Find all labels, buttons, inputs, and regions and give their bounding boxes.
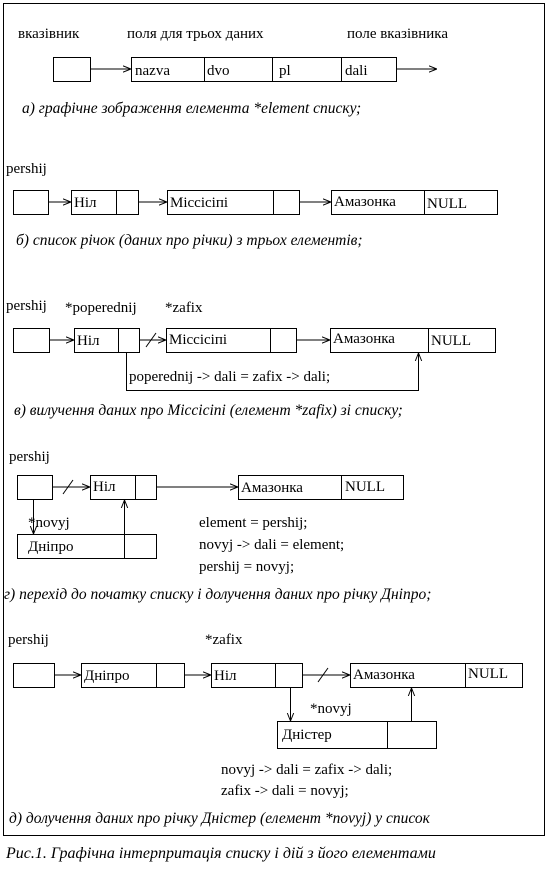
node-amazonka xyxy=(330,328,496,353)
caption-v: в) вилучення даних про Міссісіпі (елемен… xyxy=(14,402,403,419)
caption-g: г) перехід до початку списку і долучення… xyxy=(4,586,431,603)
cut-mark xyxy=(145,332,157,348)
label-fields: поля для трьох даних xyxy=(127,26,264,42)
code-line-1: element = pershij; xyxy=(199,515,307,531)
svg-text:Амазонка: Амазонка xyxy=(241,480,303,496)
node-mississippi xyxy=(167,190,300,215)
var-zafix: *zafix xyxy=(165,300,203,316)
node-amazonka xyxy=(350,663,523,688)
label-pointer: вказівник xyxy=(18,26,80,42)
field-pl: pl xyxy=(279,63,291,79)
svg-text:Ніл: Ніл xyxy=(77,333,100,349)
svg-text:Ніл: Ніл xyxy=(214,668,237,684)
code-line-1: novyj -> dali = zafix -> dali; xyxy=(221,762,392,778)
svg-text:Дніпро: Дніпро xyxy=(28,539,73,555)
field-nazva: nazva xyxy=(135,63,170,79)
null-label: NULL xyxy=(431,333,471,349)
null-label: NULL xyxy=(427,196,467,212)
node-dnister xyxy=(277,721,437,749)
code-line: poperednij -> dali = zafix -> dali; xyxy=(129,369,330,385)
bypass-link xyxy=(126,352,419,391)
field-dali: dali xyxy=(345,63,368,79)
var-novyj: *novyj xyxy=(28,515,70,531)
cut-mark xyxy=(317,667,329,683)
pershij-box xyxy=(13,663,55,688)
pointer-box xyxy=(53,57,91,82)
pershij-box xyxy=(17,475,53,500)
pershij-box xyxy=(13,190,49,215)
section-b: pershij Ніл Міссісіпі Амазонка NULL б) с… xyxy=(6,161,498,249)
code-line-2: zafix -> dali = novyj; xyxy=(221,783,349,799)
section-d: pershij *zafix Дніпро Ніл Амазонка NULL … xyxy=(8,632,523,827)
caption-b: б) список річок (даних про річки) з трьо… xyxy=(16,232,363,249)
node-amazonka xyxy=(238,475,404,500)
pershij-box xyxy=(13,328,50,353)
svg-text:Міссісіпі: Міссісіпі xyxy=(169,332,227,348)
code-line-3: pershij = novyj; xyxy=(199,559,294,575)
field-dvo: dvo xyxy=(207,63,230,79)
code-line-2: novyj -> dali = element; xyxy=(199,537,344,553)
node-mississippi xyxy=(166,328,297,353)
caption-d: д) долучення даних про річку Дністер (ел… xyxy=(9,810,431,827)
svg-text:Ніл: Ніл xyxy=(93,479,116,495)
figure-frame xyxy=(3,3,545,836)
svg-text:Міссісіпі: Міссісіпі xyxy=(170,195,228,211)
node-dnipro xyxy=(17,534,157,559)
svg-text:Дністер: Дністер xyxy=(282,727,332,743)
svg-text:Ніл: Ніл xyxy=(74,195,97,211)
node-amazonka xyxy=(331,190,498,215)
var-pershij: pershij xyxy=(8,632,49,648)
section-v: pershij *poperednij *zafix Ніл Міссісіпі… xyxy=(6,298,496,419)
var-zafix: *zafix xyxy=(205,632,243,648)
figure-caption: Рис.1. Графічна інтерпритація списку і д… xyxy=(5,845,436,862)
section-a: вказівник поля для трьох даних поле вказ… xyxy=(18,26,448,117)
null-label: NULL xyxy=(345,479,385,495)
section-g: pershij Ніл Амазонка NULL *novyj Дніпро … xyxy=(4,449,431,603)
caption-a: а) графічне зображення елемента *element… xyxy=(22,100,361,117)
svg-text:Амазонка: Амазонка xyxy=(353,667,415,683)
var-pershij: pershij xyxy=(6,161,47,177)
svg-text:Амазонка: Амазонка xyxy=(333,331,395,347)
var-pershij: pershij xyxy=(9,449,50,465)
cut-mark xyxy=(62,479,74,495)
svg-text:Амазонка: Амазонка xyxy=(334,194,396,210)
label-pointer-field: поле вказівника xyxy=(347,26,448,42)
node-dnipro xyxy=(81,663,185,688)
var-pershij: pershij xyxy=(6,298,47,314)
null-label: NULL xyxy=(468,666,508,682)
svg-text:Дніпро: Дніпро xyxy=(84,668,129,684)
node-nil xyxy=(71,190,139,215)
var-novyj: *novyj xyxy=(310,701,352,717)
node-nil xyxy=(74,328,140,353)
var-poperednij: *poperednij xyxy=(65,300,137,316)
